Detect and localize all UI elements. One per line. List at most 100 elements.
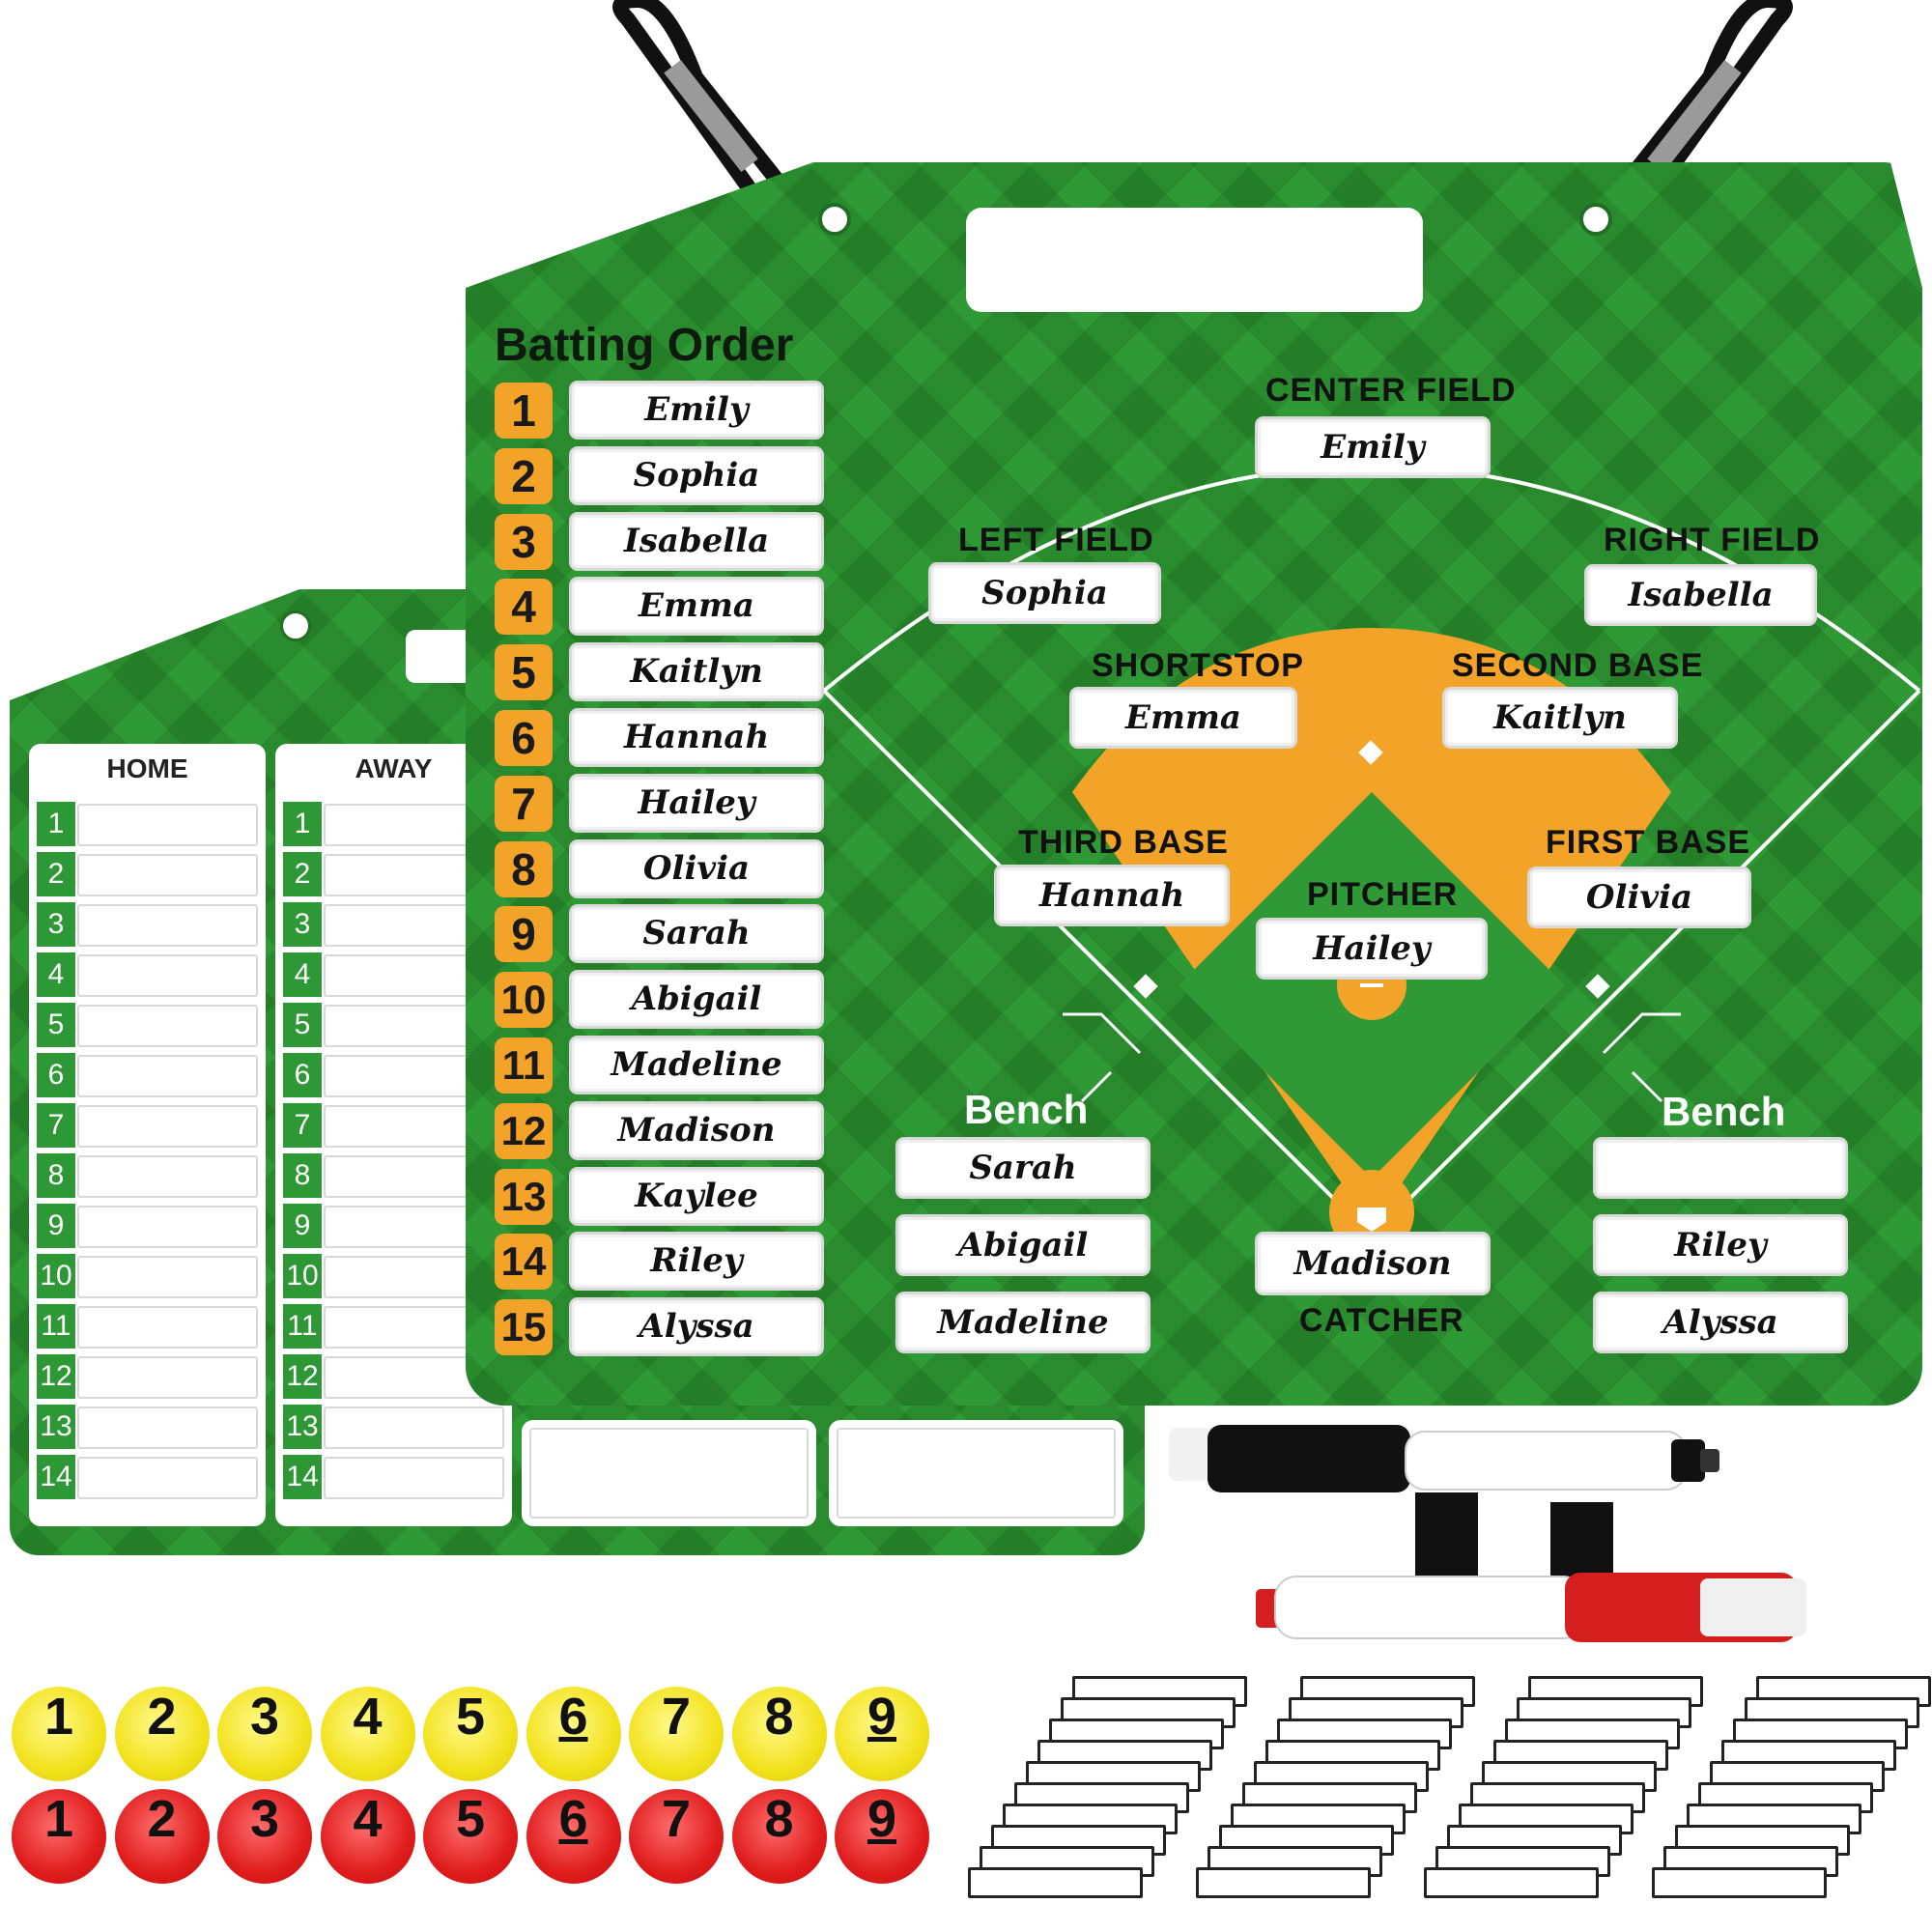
batting-order-number: 11: [495, 1037, 553, 1094]
batting-order-name[interactable]: Sarah: [572, 907, 821, 961]
home-score-box[interactable]: [77, 1356, 258, 1399]
yellow-number-magnet[interactable]: 3: [217, 1687, 312, 1781]
row-number: 9: [283, 1204, 322, 1248]
red-number-magnet[interactable]: 4: [320, 1789, 415, 1884]
bench-left-slot[interactable]: Madeline: [898, 1294, 1148, 1350]
left-field-name[interactable]: Sophia: [931, 565, 1158, 621]
player-name: Madeline: [611, 1045, 782, 1084]
pitcher-label: PITCHER: [1307, 876, 1459, 913]
magnet-number: 3: [249, 1790, 280, 1848]
batting-order-name[interactable]: Olivia: [572, 841, 821, 895]
pitcher-name[interactable]: Hailey: [1259, 921, 1485, 977]
bench-right-slot[interactable]: Riley: [1596, 1217, 1845, 1273]
batting-order-name[interactable]: Emma: [572, 580, 821, 634]
home-score-box[interactable]: [77, 1105, 258, 1148]
yellow-number-magnet[interactable]: 5: [423, 1687, 518, 1781]
batting-order-name[interactable]: Sophia: [572, 448, 821, 502]
home-score-box[interactable]: [77, 904, 258, 947]
red-number-magnet[interactable]: 6: [526, 1789, 621, 1884]
home-score-box[interactable]: [77, 1155, 258, 1198]
row-number: 7: [283, 1103, 322, 1148]
batting-order-number: 15: [495, 1299, 553, 1356]
batting-order-number: 4: [495, 579, 553, 636]
home-score-box[interactable]: [77, 804, 258, 846]
right-field-name[interactable]: Isabella: [1587, 567, 1814, 623]
red-number-magnet[interactable]: 2: [114, 1789, 210, 1884]
batting-order-name[interactable]: Madison: [572, 1103, 821, 1157]
batting-order-name[interactable]: Hailey: [572, 776, 821, 830]
player-name: Hannah: [623, 718, 770, 756]
bench-right-slot[interactable]: Alyssa: [1596, 1294, 1845, 1350]
batting-order-name[interactable]: Hannah: [572, 711, 821, 764]
center-field-name[interactable]: Emily: [1258, 419, 1488, 475]
yellow-number-magnet[interactable]: 6: [526, 1687, 621, 1781]
first-base-name[interactable]: Olivia: [1530, 869, 1748, 925]
second-base-name[interactable]: Kaitlyn: [1445, 690, 1675, 746]
carry-handle-slot: [966, 208, 1423, 312]
red-number-magnet[interactable]: 1: [12, 1789, 106, 1884]
second-base-label: SECOND BASE: [1452, 647, 1704, 684]
magnet-number: 4: [353, 1790, 383, 1848]
row-number: 3: [37, 902, 75, 947]
home-score-box[interactable]: [77, 1256, 258, 1298]
yellow-number-magnet[interactable]: 8: [731, 1687, 827, 1781]
home-score-row: 13: [37, 1405, 258, 1449]
batting-order-name[interactable]: Kaitlyn: [572, 645, 821, 699]
magnet-number: 6: [558, 1688, 588, 1746]
first-base-label: FIRST BASE: [1546, 824, 1751, 861]
red-number-magnet[interactable]: 8: [731, 1789, 827, 1884]
batting-order-title: Batting Order: [495, 320, 794, 371]
bench-right-slot[interactable]: [1596, 1140, 1845, 1196]
home-score-box[interactable]: [77, 1306, 258, 1349]
shortstop-name[interactable]: Emma: [1072, 690, 1294, 746]
player-name: Abigail: [957, 1226, 1089, 1264]
yellow-number-magnet[interactable]: 2: [114, 1687, 210, 1781]
magnet-number: 5: [455, 1688, 486, 1746]
batting-order-number: 6: [495, 710, 553, 766]
row-number: 2: [37, 852, 75, 896]
magnet-number: 6: [558, 1790, 588, 1848]
home-score-box[interactable]: [77, 1457, 258, 1499]
row-number: 4: [37, 952, 75, 997]
batting-order-number: 5: [495, 644, 553, 701]
home-score-box[interactable]: [77, 954, 258, 997]
catcher-name[interactable]: Madison: [1258, 1235, 1488, 1293]
away-score-box[interactable]: [324, 1457, 504, 1499]
home-score-row: 4: [37, 952, 258, 997]
row-number: 9: [37, 1204, 75, 1248]
home-score-row: 2: [37, 852, 258, 896]
player-name: Madeline: [937, 1303, 1109, 1342]
player-name: Isabella: [623, 521, 770, 560]
red-number-magnet[interactable]: 5: [423, 1789, 518, 1884]
bench-left-slot[interactable]: Sarah: [898, 1140, 1148, 1196]
batting-order-name[interactable]: Riley: [572, 1235, 821, 1289]
home-score-box[interactable]: [77, 1406, 258, 1449]
yellow-number-magnet[interactable]: 1: [12, 1687, 106, 1781]
red-number-magnet[interactable]: 3: [217, 1789, 312, 1884]
catcher-label: CATCHER: [1299, 1302, 1464, 1339]
batting-order-name[interactable]: Emily: [572, 384, 821, 437]
blank-name-strip: [1196, 1867, 1371, 1898]
home-score-box[interactable]: [77, 1005, 258, 1047]
batting-order-name[interactable]: Madeline: [572, 1038, 821, 1092]
yellow-number-magnet[interactable]: 9: [835, 1687, 929, 1781]
bench-left-slot[interactable]: Abigail: [898, 1217, 1148, 1273]
home-score-box[interactable]: [77, 854, 258, 896]
player-name: Olivia: [642, 848, 751, 888]
third-base-name[interactable]: Hannah: [997, 867, 1227, 923]
batting-order-name[interactable]: Alyssa: [572, 1300, 821, 1354]
yellow-number-magnet[interactable]: 7: [629, 1687, 724, 1781]
row-number: 13: [37, 1405, 75, 1449]
batting-order-name[interactable]: Isabella: [572, 514, 821, 568]
red-number-magnet[interactable]: 7: [629, 1789, 724, 1884]
red-number-magnet[interactable]: 9: [835, 1789, 929, 1884]
home-score-box[interactable]: [77, 1055, 258, 1097]
batting-order-name[interactable]: Kaylee: [572, 1169, 821, 1223]
batting-order-name[interactable]: Abigail: [572, 973, 821, 1027]
home-score-box[interactable]: [77, 1206, 258, 1248]
yellow-number-magnet[interactable]: 4: [320, 1687, 415, 1781]
away-score-box[interactable]: [324, 1406, 504, 1449]
left-field-label: LEFT FIELD: [958, 522, 1154, 558]
home-score-row: 9: [37, 1204, 258, 1248]
